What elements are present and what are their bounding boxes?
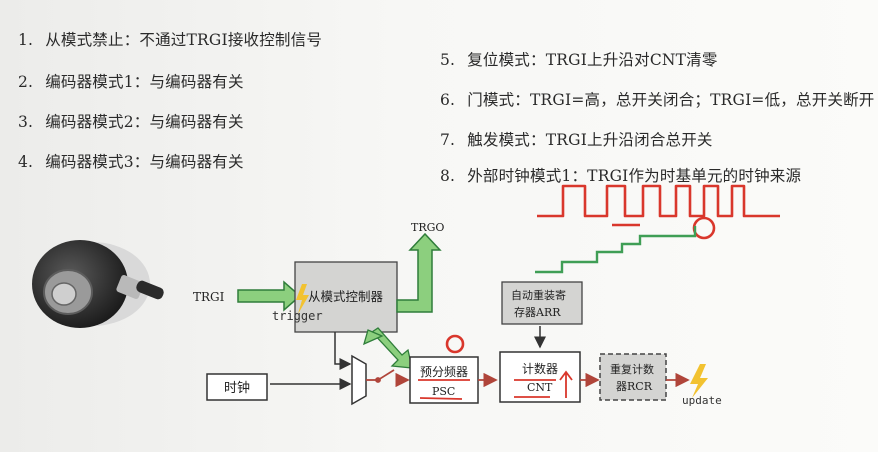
slave-controller-box <box>294 261 398 333</box>
prescaler-label: 预分频器 <box>420 365 468 379</box>
staircase-annotation <box>535 226 697 274</box>
trgo-label: TRGO <box>411 221 444 234</box>
clock-box <box>206 373 268 401</box>
clock-label: 时钟 <box>224 380 250 396</box>
total-switch <box>366 369 410 388</box>
square-wave-annotation <box>445 184 780 354</box>
mode-item-6: 6.门模式：TRGI=高，总开关闭合；TRGI=低，总开关断开 <box>440 91 875 109</box>
mode-item-2: 2.编码器模式1：与编码器有关 <box>18 73 244 91</box>
multiplexer <box>351 354 367 406</box>
counter-annotation <box>514 370 573 398</box>
arr-sub-label: 存器ARR <box>514 305 561 319</box>
arr-label: 自动重装寄 <box>511 288 566 302</box>
mode-item-5: 5.复位模式：TRGI上升沿对CNT清零 <box>440 51 718 69</box>
counter-box <box>499 351 581 403</box>
control-double-arrow <box>362 327 413 369</box>
repeat-counter-sub-label: 器RCR <box>616 380 653 393</box>
repeat-counter-box <box>599 353 667 401</box>
prescaler-underline <box>418 379 470 400</box>
update-label: update <box>682 394 722 407</box>
mode-item-3: 3.编码器模式2：与编码器有关 <box>18 113 244 131</box>
counter-sub-label: CNT <box>527 381 553 394</box>
mode-item-7: 7.触发模式：TRGI上升沿闭合总开关 <box>440 131 713 149</box>
mode-item-4: 4.编码器模式3：与编码器有关 <box>18 153 244 171</box>
repeat-counter-label: 重复计数 <box>610 362 654 376</box>
signal-lines <box>270 326 546 390</box>
trgi-label: TRGI <box>193 290 225 304</box>
mode-item-8: 8.外部时钟模式1：TRGI作为时基单元的时钟来源 <box>440 167 802 185</box>
prescaler-sub-label: PSC <box>432 385 455 398</box>
lightning-icon <box>296 284 309 314</box>
mode-item-1: 1.从模式禁止：不通过TRGI接收控制信号 <box>18 31 323 49</box>
trgo-arrow <box>396 232 442 313</box>
encoder-image <box>32 240 164 328</box>
update-lightning-icon <box>690 364 708 398</box>
slave-controller-label: 从模式控制器 <box>308 289 384 304</box>
trgi-arrow <box>237 280 302 312</box>
arr-box <box>501 281 583 325</box>
counter-label: 计数器 <box>522 361 558 376</box>
trigger-label: trigger <box>272 309 323 323</box>
